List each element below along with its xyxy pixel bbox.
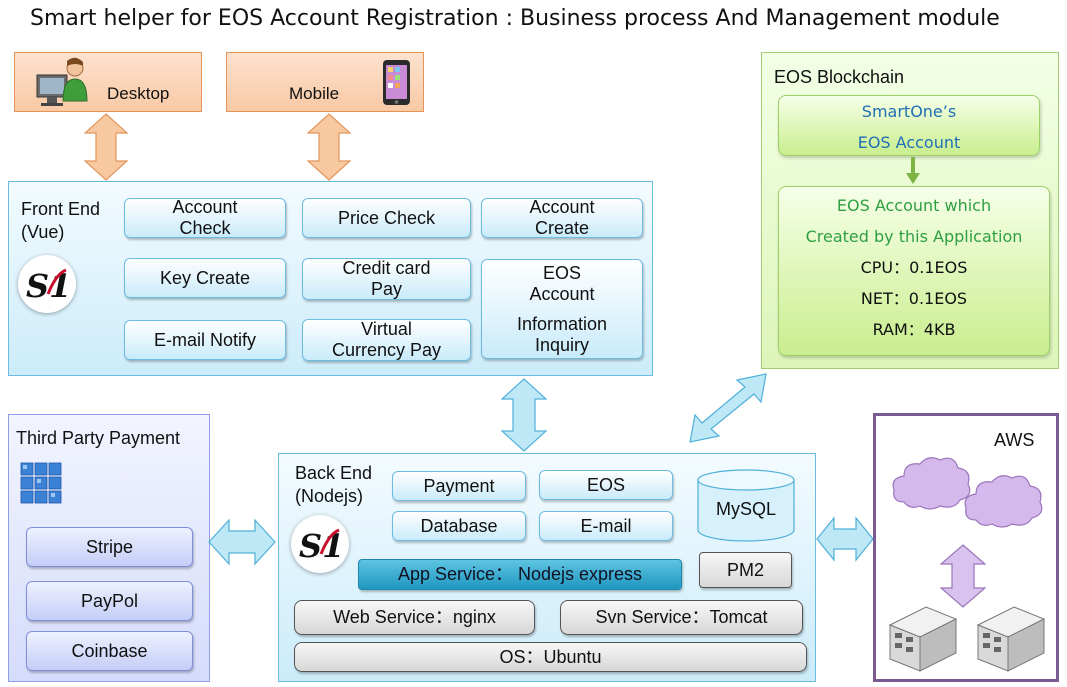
mobile-label: Mobile [289,84,340,103]
os-bar[interactable]: OS：Ubuntu [294,642,807,672]
backend-blockchain-arrow [686,372,768,444]
smartone-logo-backend: S1 [291,515,349,573]
app-service-bar[interactable]: App Service： Nodejs express [358,559,682,590]
backend-aws-arrow [816,515,874,563]
net-resource: NET：0.1EOS [860,289,968,308]
payment-backend-arrow [208,518,276,566]
page-title: Smart helper for EOS Account Registratio… [30,6,1000,31]
smartone-eos-account: SmartOne’s EOS Account [778,95,1040,156]
third-party-heading: Third Party Payment [16,428,181,448]
mobile-client-box: Mobile [226,52,424,112]
frontend-backend-arrow [501,378,547,452]
mobile-frontend-arrow [307,113,351,181]
mobile-phone-icon [381,59,413,107]
mysql-label: MySQL [715,499,776,519]
aws-heading: AWS [994,430,1035,450]
account-flow-arrow [906,157,920,185]
desktop-user-icon [33,57,89,109]
cloud-icon [962,468,1046,530]
mysql-database: MySQL [696,468,796,543]
blockchain-panel: EOS Blockchain SmartOne’s EOS Account EO… [761,52,1059,369]
cloud-icon [890,452,974,512]
aws-panel: AWS [873,413,1059,682]
coinbase-button[interactable]: Coinbase [26,631,193,671]
backend-heading: Back End (Nodejs) [295,463,373,506]
third-party-payment-panel: Third Party Payment Stripe PayPol Coinba… [8,414,210,682]
blockchain-heading: EOS Blockchain [774,67,905,87]
cpu-resource: CPU：0.1EOS [860,258,968,277]
desktop-frontend-arrow [84,113,128,181]
app-created-eos-account: EOS Account which Created by this Applic… [778,186,1050,356]
aws-vertical-arrow [940,544,986,608]
web-service-bar[interactable]: Web Service：nginx [294,600,535,635]
stacked-cubes-icon [17,459,67,505]
ram-resource: RAM：4KB [872,320,956,339]
smartone-logo: S1 [18,255,76,313]
database-module[interactable]: Database [392,511,526,541]
frontend-heading: Front End (Vue) [21,199,101,242]
eos-module[interactable]: EOS [539,470,673,500]
stripe-button[interactable]: Stripe [26,527,193,567]
svn-service-bar[interactable]: Svn Service：Tomcat [560,600,803,635]
backend-panel: Back End (Nodejs) S1 Payment EOS Databas… [278,453,816,682]
email-notify-button[interactable]: E-mail Notify [124,320,286,360]
paypol-button[interactable]: PayPol [26,581,193,621]
server-icon [974,603,1046,673]
payment-module[interactable]: Payment [392,471,526,501]
pm2-box[interactable]: PM2 [699,552,792,588]
desktop-client-box: Desktop [14,52,202,112]
server-icon [886,603,958,673]
desktop-label: Desktop [107,84,170,103]
eos-account-info-button[interactable]: EOS Account Information Inquiry [481,259,643,359]
email-module[interactable]: E-mail [539,511,673,541]
key-create-button[interactable]: Key Create [124,258,286,298]
price-check-button[interactable]: Price Check [302,198,471,238]
